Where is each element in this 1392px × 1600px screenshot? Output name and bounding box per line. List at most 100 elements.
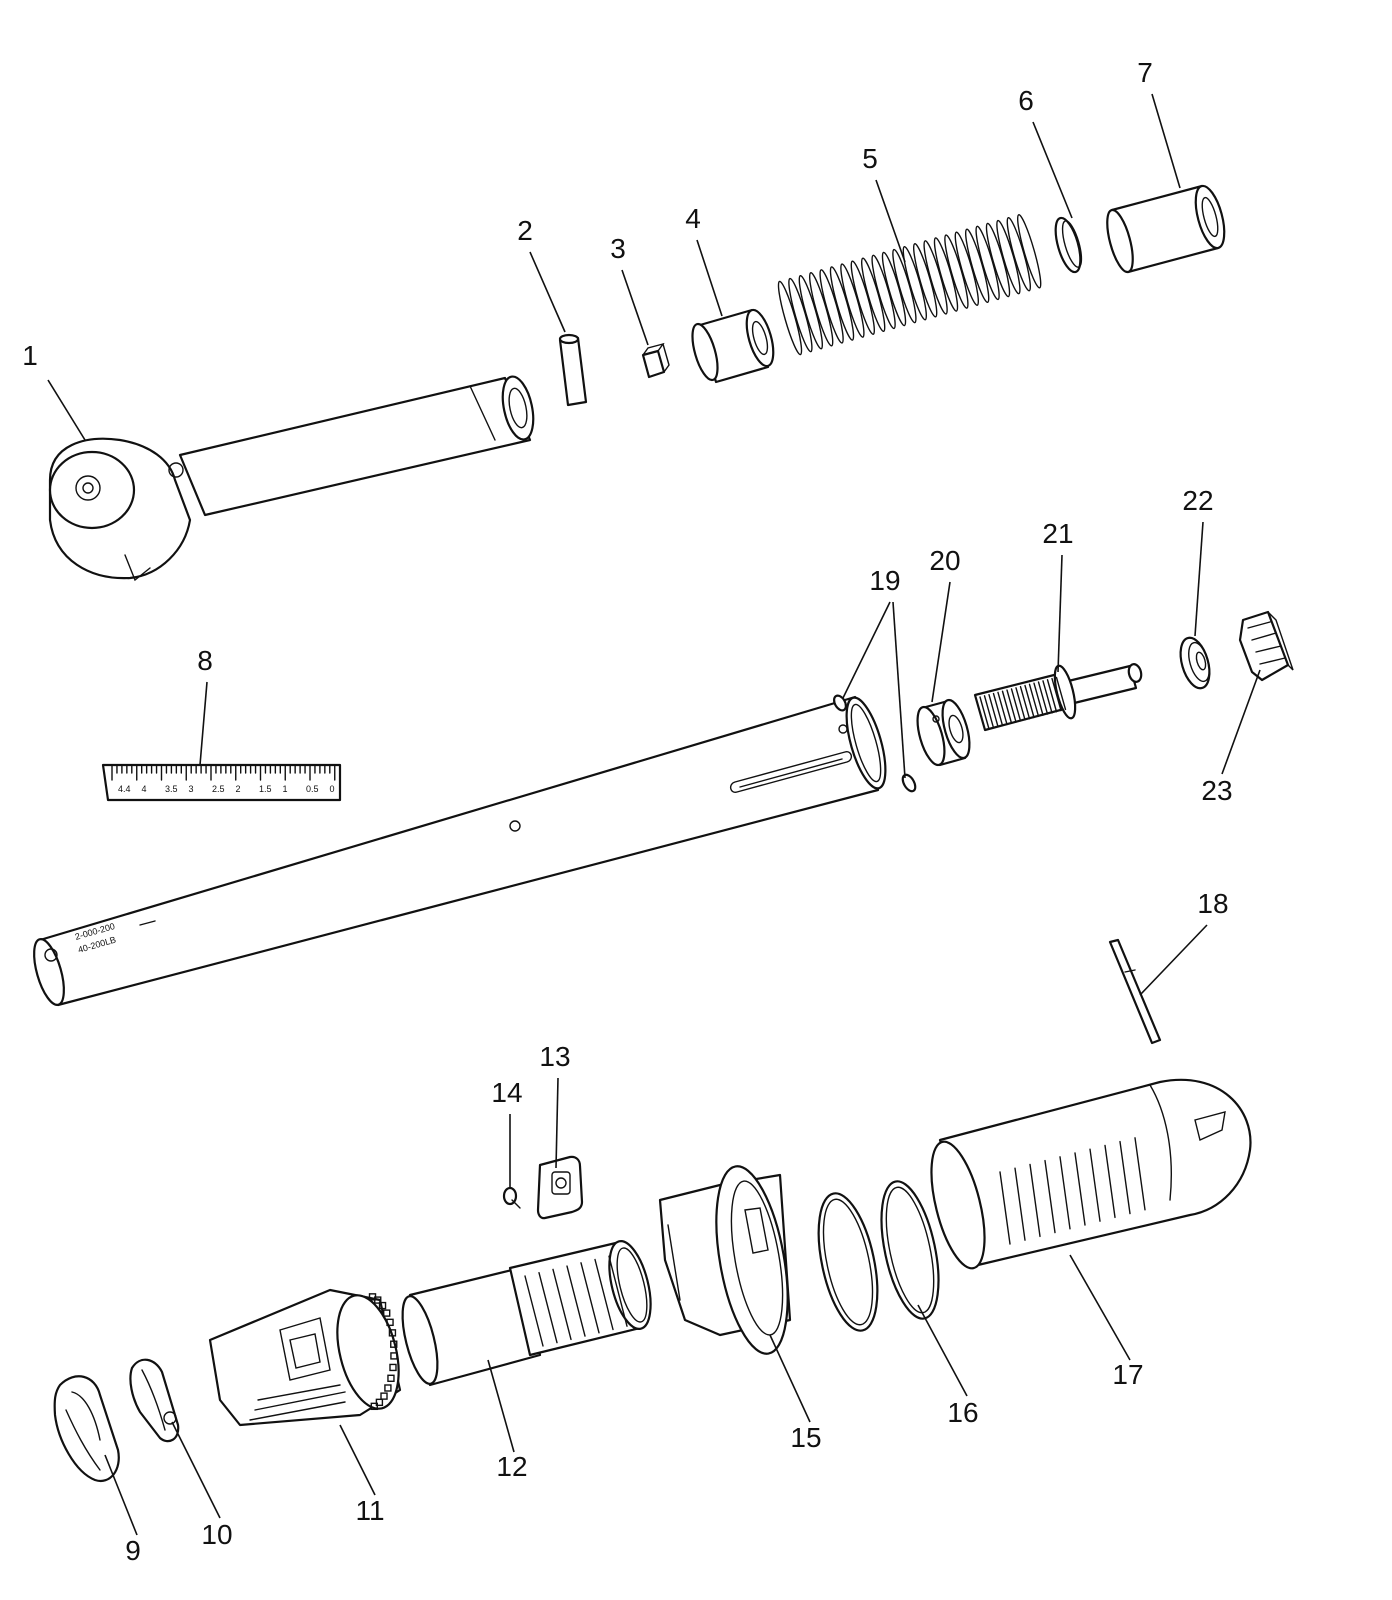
gear-tooth	[390, 1340, 398, 1348]
callout-8: 8	[197, 645, 213, 676]
callout-21: 21	[1042, 518, 1073, 549]
thread-line	[1033, 682, 1044, 716]
grip-rib	[1074, 1152, 1086, 1226]
gear-tooth	[390, 1352, 398, 1360]
callout-23: 23	[1201, 775, 1232, 806]
thread-line	[1046, 679, 1058, 713]
thread-line	[1024, 684, 1035, 719]
spring-coil	[871, 254, 896, 330]
part-23-knob	[1238, 610, 1294, 682]
gear-tooth	[380, 1392, 388, 1400]
callout-16: 16	[947, 1397, 978, 1428]
part-18-rod	[1108, 938, 1162, 1045]
spring-coil	[944, 234, 969, 309]
scale-label: 2	[236, 784, 241, 794]
sleeve-rib	[552, 1268, 572, 1341]
scale-label: 4	[142, 784, 147, 794]
thread-line	[1055, 676, 1067, 711]
thread-line	[1028, 683, 1040, 718]
grip-rib	[1014, 1167, 1026, 1241]
spring-coil	[819, 269, 844, 344]
spring-coil	[840, 263, 865, 338]
part-10-clip	[129, 1358, 180, 1443]
part-21-threaded-spindle	[973, 663, 1143, 732]
thread-line	[979, 696, 990, 730]
scale-label: 1	[283, 784, 288, 794]
thread-line	[1015, 687, 1026, 721]
part-13-clip	[536, 1155, 584, 1220]
scale-label: 0.5	[306, 784, 319, 794]
thread-line	[997, 691, 1008, 726]
callout-2: 2	[517, 215, 533, 246]
grip-rib	[1089, 1148, 1101, 1222]
callout-9: 9	[125, 1535, 141, 1566]
grip-rib	[1134, 1137, 1146, 1211]
gear-tooth	[386, 1318, 394, 1327]
main-tube: 2-000-200 40-200LB	[33, 695, 887, 1007]
part-14-screw	[502, 1186, 521, 1209]
part-20-collar	[916, 698, 971, 767]
thread-line	[1006, 689, 1017, 723]
spring-coil	[1016, 214, 1042, 289]
sleeve-rib	[594, 1258, 614, 1331]
callout-5: 5	[862, 143, 878, 174]
spring-coil	[985, 222, 1011, 298]
scale-label: 2.5	[212, 784, 225, 794]
gear-tooth	[383, 1309, 391, 1317]
spring-coil	[829, 266, 855, 341]
callout-22: 22	[1182, 485, 1213, 516]
thread-line	[1051, 677, 1062, 712]
sleeve-rib	[608, 1255, 628, 1327]
part-19-screws	[833, 694, 917, 793]
scale-label: 4.4	[118, 784, 131, 794]
callout-12: 12	[496, 1451, 527, 1482]
grip-rib	[1059, 1156, 1071, 1230]
part-7-sleeve	[1106, 184, 1226, 274]
grip-rib	[1119, 1140, 1131, 1215]
spring-coil	[850, 260, 876, 335]
thread-line	[1010, 688, 1022, 722]
callout-11: 11	[355, 1495, 384, 1526]
part-22-nut	[1179, 636, 1211, 690]
grip-rib	[1029, 1163, 1041, 1238]
thread-line	[1019, 685, 1031, 720]
part-2-pin	[558, 333, 588, 407]
callout-17: 17	[1112, 1359, 1143, 1390]
spring-coil	[933, 237, 959, 312]
gear-tooth	[375, 1398, 384, 1407]
spring-coil	[1006, 216, 1032, 292]
scale-label: 1.5	[259, 784, 272, 794]
part-3-block	[641, 342, 670, 379]
sleeve-rib	[580, 1262, 600, 1334]
callout-13: 13	[539, 1041, 570, 1072]
thread-line	[1001, 690, 1013, 724]
spring-coil	[912, 243, 938, 318]
sleeve-rib	[524, 1275, 544, 1347]
gear-tooth	[370, 1402, 378, 1411]
part-15-flange	[658, 1165, 792, 1355]
spring-coil	[860, 257, 886, 333]
callout-18: 18	[1197, 888, 1228, 919]
thread-line	[1037, 681, 1049, 715]
spring-coil	[788, 277, 813, 353]
part-9-end-cap	[53, 1375, 120, 1483]
callout-3: 3	[610, 233, 626, 264]
spring-coil	[964, 228, 990, 304]
gear-tooth	[384, 1384, 392, 1392]
gear-tooth	[388, 1329, 397, 1337]
spring-coil	[892, 248, 917, 324]
callout-6: 6	[1018, 85, 1034, 116]
thread-line	[1042, 680, 1053, 714]
spring-coil	[808, 272, 834, 347]
grip-rib	[1044, 1159, 1056, 1234]
thread-line	[983, 695, 995, 729]
callout-4: 4	[685, 203, 701, 234]
sleeve-rib	[566, 1265, 586, 1337]
spring-coil	[881, 251, 907, 327]
spring-coil	[954, 231, 980, 306]
callout-10: 10	[201, 1519, 232, 1550]
spring-coil	[996, 219, 1021, 295]
